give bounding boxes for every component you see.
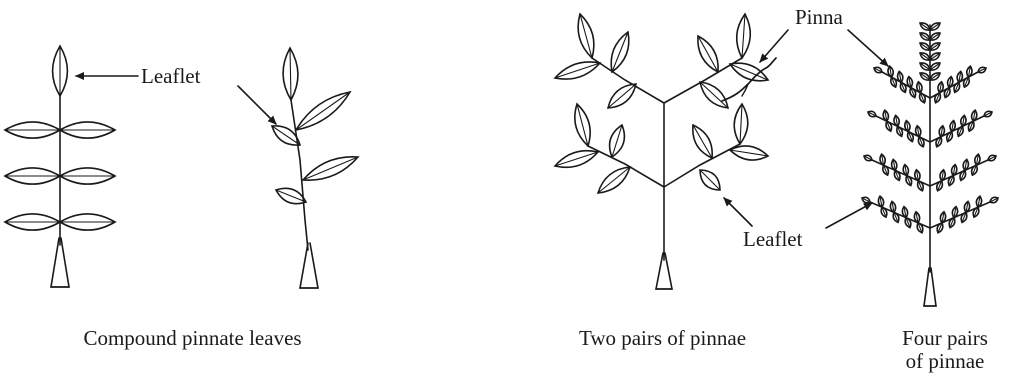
arrow-leaflet-to-leaf4 xyxy=(826,203,872,228)
leaflet-midrib xyxy=(742,14,745,58)
leaflet-label-bottom: Leaflet xyxy=(743,227,802,251)
caption-two-pairs-of-pinnae: Two pairs of pinnae xyxy=(540,327,785,350)
caption-compound-pinnate-leaves: Compound pinnate leaves xyxy=(20,327,365,350)
leaf2-rachis xyxy=(291,100,308,250)
leaflet-label-top: Leaflet xyxy=(141,64,200,88)
leaflet-midrib xyxy=(612,32,628,72)
leaflet-midrib xyxy=(555,63,600,78)
arrow-leaflet-to-leaf2 xyxy=(238,86,276,124)
arrow-pinna-to-leaf4 xyxy=(848,30,888,66)
leaflet-midrib xyxy=(296,92,350,130)
arrow-pinna-to-leaf3 xyxy=(760,30,788,62)
leaflet-midrib xyxy=(700,170,720,190)
leaflet-midrib xyxy=(290,48,291,100)
pinna-label: Pinna xyxy=(795,5,843,29)
leaflet-midrib xyxy=(598,167,630,193)
leaf4-petiole xyxy=(924,268,936,306)
leaf3-pinna-upper-left xyxy=(592,58,664,103)
leaflet-midrib xyxy=(740,104,742,144)
caption-four-pairs-line1: Four pairs xyxy=(880,327,1010,350)
arrow-leaflet-to-leaf3 xyxy=(724,198,752,226)
caption-four-pairs-of-pinnae: Four pairs of pinnae xyxy=(880,327,1010,373)
caption-four-pairs-line2: of pinnae xyxy=(880,350,1010,373)
leaf2-petiole xyxy=(300,243,318,288)
leaf3-pinna-lower-left xyxy=(588,146,664,187)
